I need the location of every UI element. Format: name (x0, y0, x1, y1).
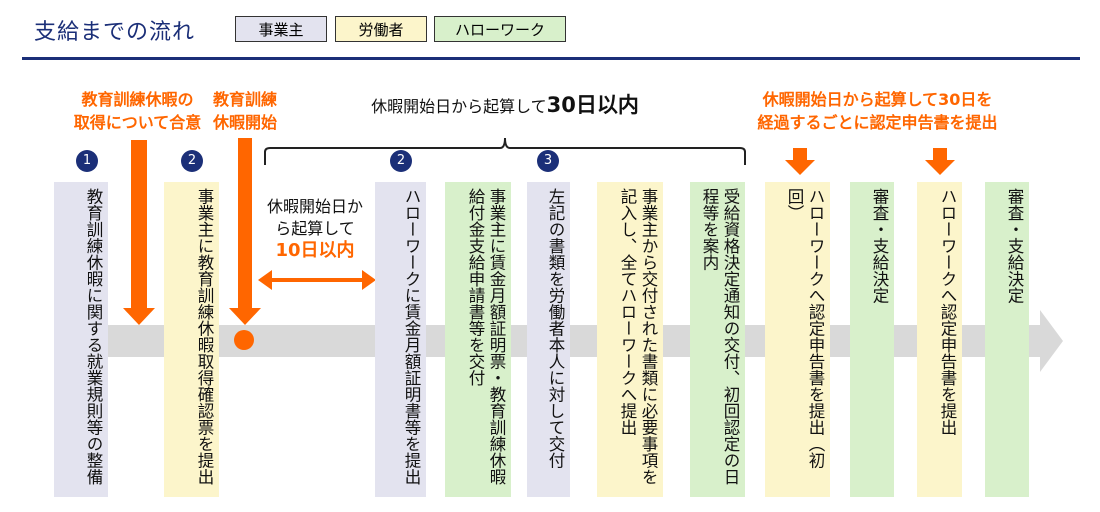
legend-hellowork: ハローワーク (434, 16, 566, 42)
step-worker-submit: 事業主から交付された書類に必要事項を記入し、全てハローワークへ提出 (597, 182, 663, 497)
agreement-label: 教育訓練休暇の 取得について合意 (60, 88, 215, 134)
step-hw-decision-1: 審査・支給決定 (850, 182, 894, 497)
every-30-label: 休暇開始日から起算して30日を 経過するごとに認定申告書を提出 (745, 88, 1010, 134)
30-day-brace (264, 137, 746, 165)
leave-start-arrow (229, 138, 261, 350)
30-day-label-value: 30日以内 (546, 93, 639, 117)
leave-start-label: 教育訓練 休暇開始 (200, 88, 290, 134)
step-employer-rules: 教育訓練休暇に関する就業規則等の整備 (54, 182, 108, 497)
agreement-label-line1: 教育訓練休暇の (81, 90, 194, 109)
leave-start-line2: 休暇開始 (212, 113, 277, 132)
step-employer-submit-wage: ハローワークに賃金月額証明書等を提出 (375, 182, 426, 497)
30-day-label-text: 休暇開始日から起算して (371, 97, 547, 116)
step-hw-eligibility: 受給資格決定通知の交付、初回認定の日程等を案内 (690, 182, 745, 497)
recert-arrow-1 (785, 148, 815, 175)
step-number-3: 3 (537, 150, 559, 172)
step-number-2b: 2 (390, 150, 412, 172)
step-worker-first-report: ハローワークへ認定申告書を提出（初回） (765, 182, 830, 497)
leave-start-line1: 教育訓練 (212, 90, 277, 109)
10-day-line2: ら起算して (275, 219, 355, 238)
legend-employer: 事業主 (235, 16, 327, 42)
title-divider (22, 57, 1080, 60)
every-30-line2: 経過するごとに認定申告書を提出 (757, 113, 998, 132)
agreement-label-line2: 取得について合意 (73, 113, 202, 132)
agreement-arrow (123, 140, 155, 325)
every-30-line1: 休暇開始日から起算して30日を (762, 90, 993, 109)
step-worker-confirmation: 事業主に教育訓練休暇取得確認票を提出 (164, 182, 219, 497)
step-worker-report: ハローワークへ認定申告書を提出 (917, 182, 962, 497)
step-number-2a: 2 (181, 150, 203, 172)
page-title: 支給までの流れ (34, 20, 196, 45)
10-day-value: 10日以内 (275, 240, 355, 261)
30-day-label: 休暇開始日から起算して30日以内 (330, 94, 680, 118)
10-day-label: 休暇開始日か ら起算して 10日以内 (255, 196, 375, 262)
10-day-line1: 休暇開始日か (266, 197, 363, 216)
legend-worker: 労働者 (335, 16, 427, 42)
step-number-1: 1 (76, 150, 98, 172)
step-hw-decision-2: 審査・支給決定 (985, 182, 1029, 497)
10-day-double-arrow (258, 270, 376, 290)
step-hw-issue-forms: 事業主に賃金月額証明票・教育訓練休暇給付金支給申請書等を交付 (445, 182, 511, 497)
leave-start-dot (234, 330, 254, 350)
step-employer-deliver: 左記の書類を労働者本人に対して交付 (527, 182, 570, 497)
recert-arrow-2 (925, 148, 955, 175)
